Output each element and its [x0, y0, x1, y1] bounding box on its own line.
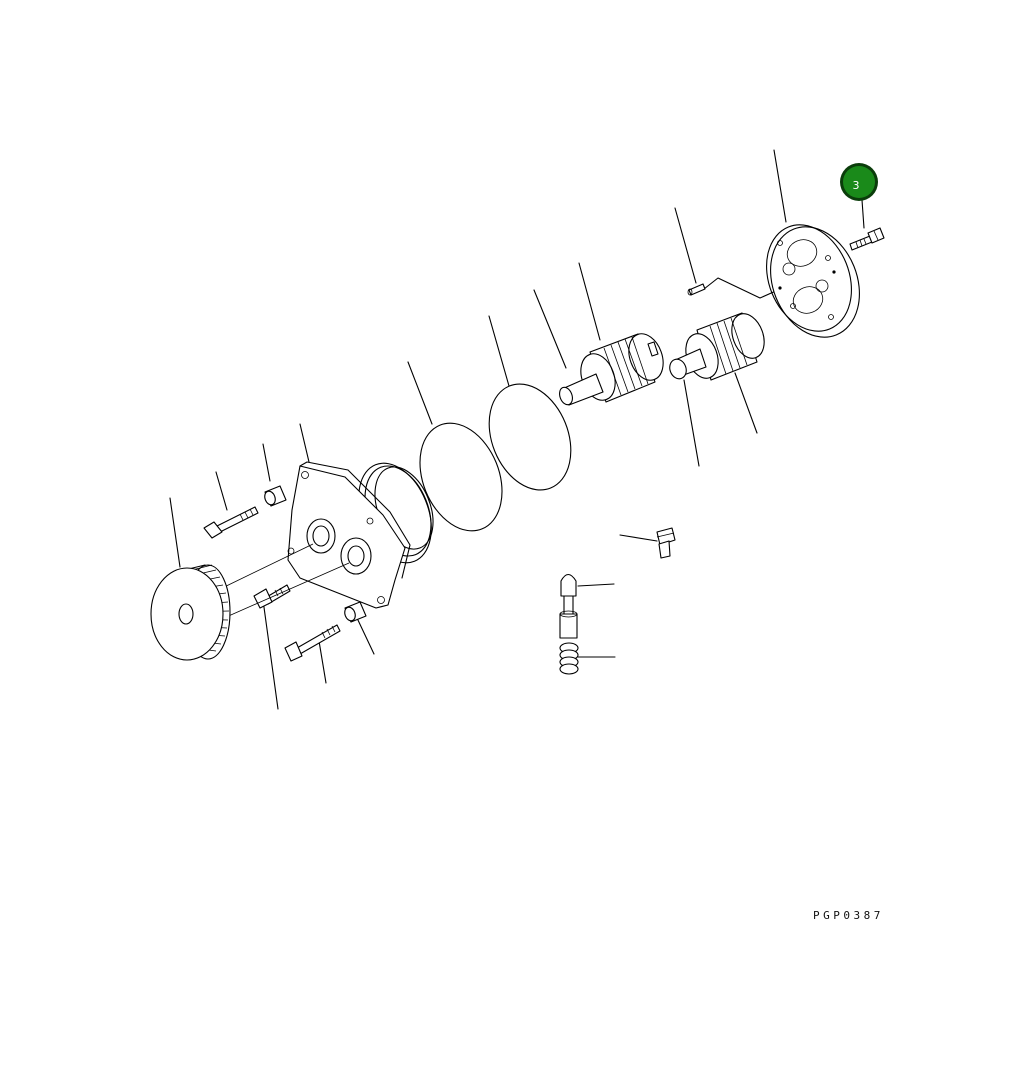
- relief-spring: [559, 642, 579, 675]
- drive-gear-shaft: [559, 333, 664, 406]
- rear-cover-plate: [766, 224, 860, 338]
- dowel-pin: [687, 283, 706, 296]
- bushing-upper: [264, 485, 287, 507]
- bushing-lower: [344, 601, 367, 623]
- pump-body: [287, 461, 434, 609]
- drawing-code: PGP0387: [813, 909, 884, 922]
- relief-plug: [656, 527, 676, 559]
- leader-lines: [169, 149, 865, 710]
- callout-3-label: 3: [853, 179, 860, 192]
- callout-3-fill: [843, 166, 875, 198]
- o-ring-inner: [488, 383, 572, 491]
- o-ring-outer: [419, 422, 503, 532]
- pump-drive-gear: [150, 543, 350, 661]
- relief-valve: [559, 573, 578, 639]
- bolt-lower: [284, 624, 341, 662]
- driven-gear-shaft: [669, 312, 765, 381]
- callout-3-badge[interactable]: 3: [840, 163, 878, 201]
- bolt-part-3: [849, 227, 885, 251]
- bolt-upper: [203, 506, 259, 539]
